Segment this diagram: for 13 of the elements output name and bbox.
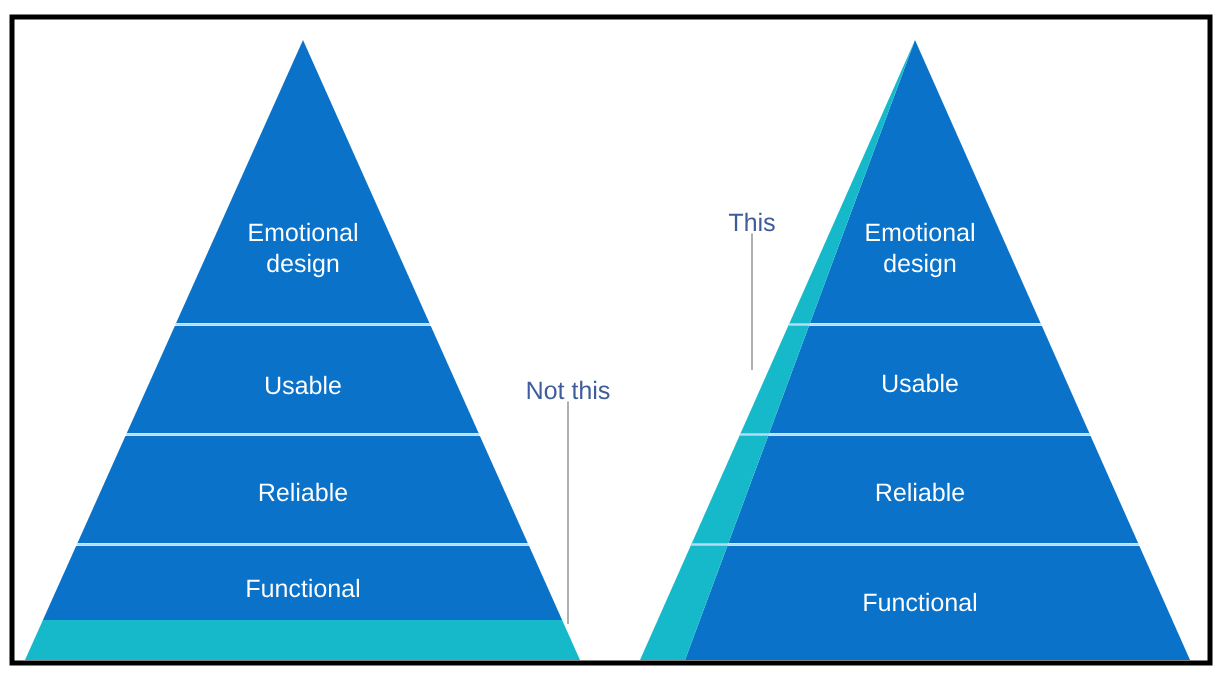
leader-line bbox=[751, 232, 753, 371]
pyramid-level: Functional bbox=[685, 546, 1190, 660]
callout-text: Not this bbox=[527, 380, 610, 400]
base-strip bbox=[25, 620, 580, 660]
pyramid-level: Emotional design bbox=[176, 40, 430, 323]
pyramid-level: Emotional design bbox=[810, 40, 1041, 323]
pyramid-level: Usable bbox=[769, 326, 1090, 433]
pyramid-level: Reliable bbox=[728, 436, 1139, 543]
pyramid-level: Reliable bbox=[77, 436, 528, 543]
leader-line bbox=[567, 400, 569, 625]
callout-text: This bbox=[728, 212, 775, 232]
pyramid-level: Functional bbox=[42, 546, 563, 620]
pyramid-level: Usable bbox=[126, 326, 479, 433]
